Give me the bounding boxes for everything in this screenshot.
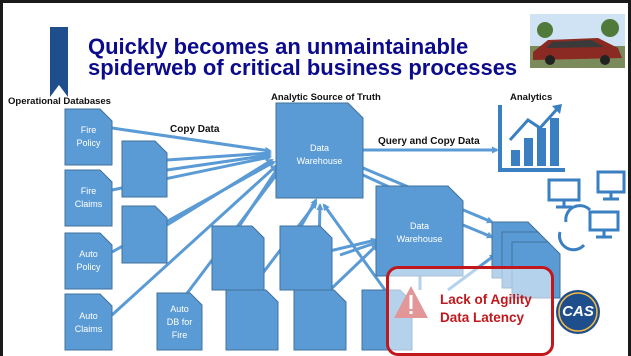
- doc-warehouse-main: [275, 102, 364, 199]
- arrow-fire-policy: [111, 126, 272, 154]
- doc-auto-db-fire: [156, 292, 203, 351]
- doc-bottom-2: [293, 289, 347, 351]
- auto-policy-line1: Auto: [79, 249, 98, 259]
- callout-text: Lack of Agility Data Latency: [440, 291, 532, 327]
- label-fire-policy: Fire Policy: [65, 124, 112, 150]
- auto-claims-line1: Auto: [79, 311, 98, 321]
- computer-sync-icon: [547, 170, 626, 252]
- callout-line-1: Lack of Agility: [440, 292, 532, 307]
- label-auto-db-fire: Auto DB for Fire: [157, 303, 202, 342]
- auto-db-line3: Fire: [171, 330, 188, 340]
- auto-db-line1: Auto: [170, 304, 189, 314]
- label-auto-claims: Auto Claims: [65, 310, 112, 336]
- arrow-db1b: [166, 152, 272, 172]
- label-auto-policy: Auto Policy: [65, 248, 112, 274]
- doc-fire-claims: [64, 169, 113, 227]
- auto-db-line2: DB for: [166, 317, 193, 327]
- doc-fire-policy: [64, 108, 113, 166]
- slide-title: Quickly becomes an unmaintainable spider…: [88, 34, 578, 80]
- doc-auto-claims: [64, 293, 113, 351]
- warehouse-main-line1: Data: [309, 143, 329, 153]
- warehouse-second-line2: Warehouse: [396, 234, 443, 244]
- car-photo: [530, 14, 625, 68]
- cas-logo-text: CAS: [562, 303, 594, 320]
- fire-policy-line2: Policy: [76, 138, 101, 148]
- label-fire-claims: Fire Claims: [65, 185, 112, 211]
- doc-mid-2: [279, 225, 333, 291]
- label-query-copy: Query and Copy Data: [378, 136, 480, 147]
- accent-bar-notch: [50, 85, 68, 97]
- callout-line-2: Data Latency: [440, 310, 525, 325]
- section-operational: Operational Databases: [8, 96, 111, 107]
- doc-auto-policy: [64, 232, 113, 290]
- doc-warehouse-second: [375, 185, 464, 277]
- fire-claims-line2: Claims: [74, 199, 103, 209]
- cas-logo: [556, 290, 600, 334]
- doc-bottom-1: [225, 289, 279, 351]
- arrow-wh2-marts: [462, 223, 494, 239]
- label-warehouse-second: Data Warehouse: [376, 220, 463, 246]
- warehouse-main-line2: Warehouse: [296, 156, 343, 166]
- fire-claims-line1: Fire: [80, 186, 97, 196]
- label-copy-data: Copy Data: [170, 124, 220, 135]
- auto-policy-line2: Policy: [76, 262, 101, 272]
- section-analytics: Analytics: [510, 92, 553, 103]
- doc-copy-1: [121, 140, 168, 198]
- title-line-2: spiderweb of critical business processes: [88, 55, 518, 80]
- auto-claims-line2: Claims: [74, 324, 103, 334]
- accent-bar: [50, 27, 68, 97]
- arrow-db7: [322, 203, 387, 291]
- arrow-into-wh2: [328, 243, 379, 292]
- arrow-auto-claims: [110, 164, 278, 317]
- title-line-1: Quickly becomes an unmaintainable: [88, 34, 469, 59]
- doc-mid-1: [211, 225, 265, 291]
- doc-copy-2: [121, 205, 168, 264]
- warehouse-second-line1: Data: [409, 221, 429, 231]
- fire-policy-line1: Fire: [80, 125, 97, 135]
- section-analytic: Analytic Source of Truth: [271, 92, 381, 103]
- agility-callout: [386, 266, 554, 356]
- bar-chart-icon: [498, 104, 565, 172]
- label-warehouse-main: Data Warehouse: [276, 142, 363, 168]
- arrow-db1: [166, 149, 272, 162]
